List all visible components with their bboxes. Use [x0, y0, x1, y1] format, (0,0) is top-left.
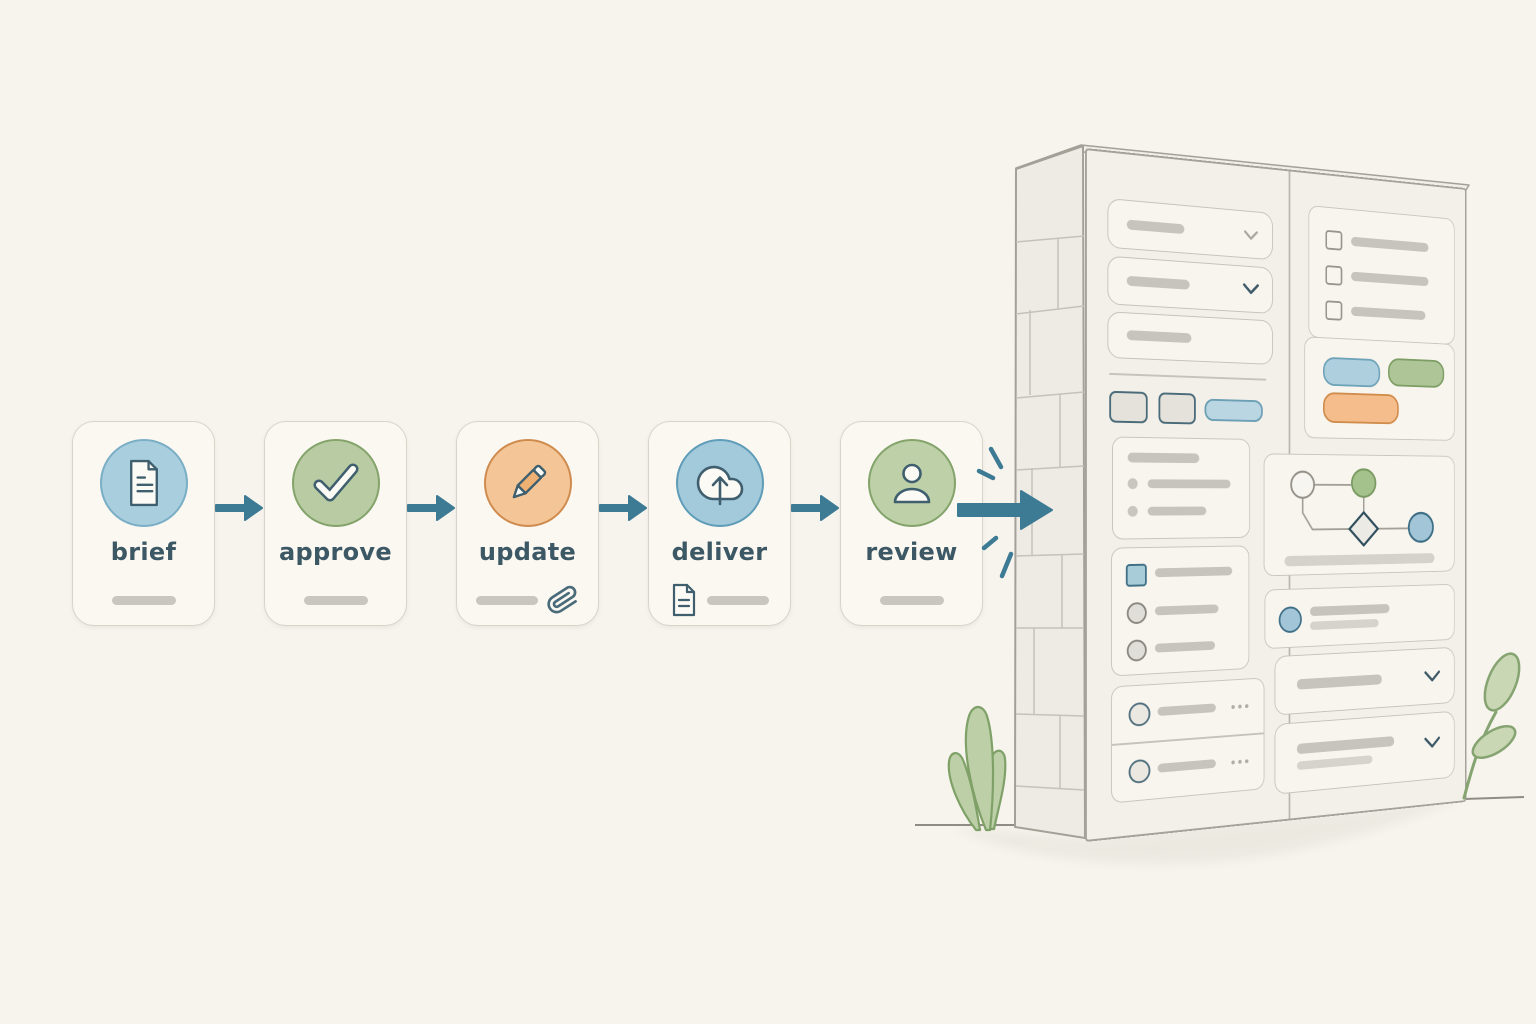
- placeholder-bar: [1351, 271, 1429, 287]
- placeholder-bar: [1154, 641, 1215, 653]
- step-card-deliver[interactable]: deliver: [648, 421, 791, 626]
- arrow-right-icon: [215, 495, 263, 521]
- placeholder-bar: [1157, 759, 1216, 773]
- checkbox-radio-card: [1111, 545, 1250, 677]
- step-card-update[interactable]: update: [456, 421, 599, 626]
- step-label: update: [478, 538, 577, 566]
- dropdown-field[interactable]: [1274, 646, 1455, 716]
- placeholder-bar: [111, 595, 176, 605]
- brick-wall-side: [1014, 145, 1086, 839]
- toggle-button[interactable]: [1158, 392, 1196, 425]
- more-menu-icon[interactable]: [1231, 704, 1249, 710]
- avatar-circle: [1278, 606, 1302, 634]
- checkbox-checked[interactable]: [1125, 563, 1147, 587]
- tag-pills-card: [1304, 336, 1455, 441]
- arrow-right-icon: [791, 495, 839, 521]
- placeholder-bar: [1296, 736, 1395, 755]
- bullet-dot: [1127, 505, 1138, 517]
- checkmark-icon: [291, 439, 380, 527]
- placeholder-bar: [707, 595, 769, 605]
- flow-node-green: [1352, 469, 1376, 497]
- step-card-review[interactable]: review: [840, 421, 983, 626]
- tag-pill-orange[interactable]: [1323, 392, 1399, 425]
- paperclip-icon: [547, 585, 577, 614]
- placeholder-bar: [1126, 330, 1192, 344]
- dropdown-field[interactable]: [1107, 255, 1273, 314]
- placeholder-bar: [476, 595, 538, 605]
- placeholder-bar: [1147, 479, 1231, 489]
- more-menu-icon[interactable]: [1231, 759, 1249, 765]
- tag-pill-green[interactable]: [1387, 357, 1445, 389]
- placeholder-bar: [1154, 566, 1233, 578]
- text-field[interactable]: [1107, 311, 1273, 365]
- flow-node-decision: [1349, 512, 1377, 545]
- plant-left: [947, 705, 1007, 832]
- step-label: brief: [110, 538, 177, 566]
- placeholder-bar: [1284, 553, 1435, 567]
- radio-button[interactable]: [1126, 639, 1147, 662]
- step-label: approve: [279, 538, 392, 566]
- placeholder-bar: [1310, 618, 1379, 631]
- ground-line-right: [1463, 796, 1525, 800]
- pencil-icon: [483, 439, 572, 527]
- checkbox[interactable]: [1325, 300, 1343, 321]
- placeholder-bar: [1147, 506, 1207, 516]
- placeholder-bar: [1310, 603, 1390, 617]
- step-card-brief[interactable]: brief: [72, 421, 215, 626]
- flow-node-end: [1409, 513, 1433, 542]
- checkbox[interactable]: [1325, 265, 1343, 286]
- heading-bar: [1127, 452, 1200, 464]
- divider: [1112, 732, 1264, 746]
- flowchart-icon: [1284, 454, 1453, 567]
- row-list-card: [1111, 677, 1265, 804]
- bullet-list-card: [1112, 436, 1251, 540]
- placeholder-bar: [1296, 755, 1373, 771]
- checkbox[interactable]: [1325, 229, 1343, 251]
- dropdown-field[interactable]: [1107, 198, 1273, 261]
- arrow-right-icon: [407, 495, 455, 521]
- step-card-approve[interactable]: approve: [264, 421, 407, 626]
- document-icon: [99, 439, 188, 527]
- placeholder-bar: [1154, 604, 1219, 616]
- chevron-down-icon: [1243, 229, 1258, 241]
- dropdown-field[interactable]: [1274, 710, 1455, 795]
- bullet-dot: [1127, 478, 1138, 490]
- placeholder-bar: [1296, 674, 1382, 690]
- flow-node-start: [1291, 472, 1314, 498]
- placeholder-bar: [1351, 236, 1429, 253]
- toggle-button[interactable]: [1109, 390, 1148, 424]
- step-label: review: [865, 538, 958, 566]
- avatar-circle: [1128, 758, 1151, 785]
- impact-burst-icon: [976, 446, 1014, 579]
- placeholder-bar: [1126, 275, 1190, 290]
- avatar-row-card[interactable]: [1264, 583, 1455, 650]
- placeholder-bar: [879, 595, 944, 605]
- avatar-circle: [1128, 701, 1151, 727]
- placeholder-bar: [1157, 703, 1216, 717]
- placeholder-bar: [303, 595, 368, 605]
- app-panel: [1085, 148, 1467, 842]
- chevron-down-icon: [1424, 736, 1441, 749]
- radio-button[interactable]: [1126, 601, 1147, 625]
- tag-pill-blue[interactable]: [1323, 356, 1381, 388]
- chevron-down-icon: [1424, 670, 1441, 683]
- checklist-card: [1308, 205, 1455, 345]
- arrow-right-icon: [599, 495, 647, 521]
- placeholder-bar: [1351, 306, 1426, 321]
- cloud-upload-icon: [675, 439, 764, 527]
- workflow-diagram: brief approve: [72, 421, 983, 626]
- chevron-down-icon: [1242, 283, 1259, 296]
- step-label: deliver: [671, 538, 768, 566]
- document-icon: [672, 583, 696, 617]
- divider: [1109, 372, 1267, 381]
- person-icon: [867, 439, 956, 527]
- placeholder-bar: [1126, 219, 1185, 235]
- flowchart-card: [1263, 453, 1455, 577]
- primary-pill-button[interactable]: [1204, 398, 1263, 423]
